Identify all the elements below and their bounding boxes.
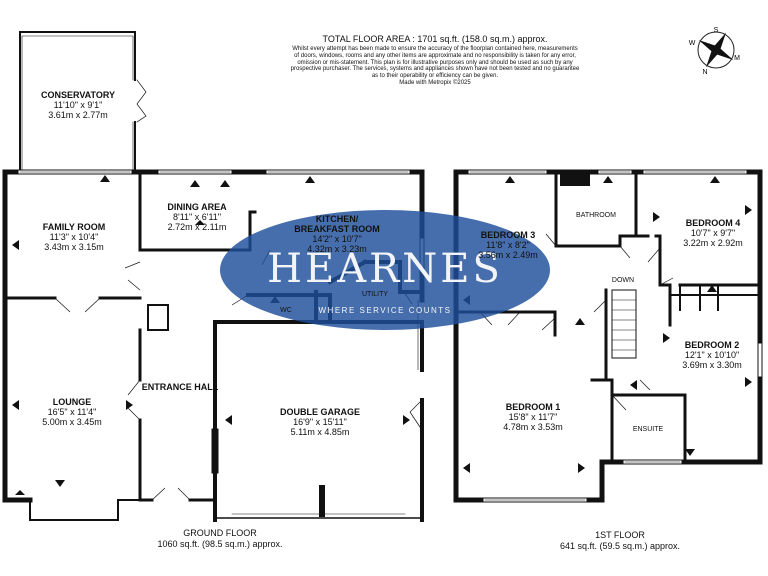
- room-bedroom-2: BEDROOM 2 12'1" x 10'10" 3.69m x 3.30m: [682, 340, 742, 370]
- room-dim-metric: 4.32m x 3.23m: [307, 244, 367, 254]
- room-dining-area: DINING AREA 8'11" x 6'11" 2.72m x 2.11m: [167, 202, 227, 232]
- disclaimer-line: as to their operability or efficiency ca…: [371, 73, 499, 80]
- room-dim-imperial: 16'5" x 11'4": [48, 407, 97, 417]
- room-bedroom-4: BEDROOM 4 10'7" x 9'7" 3.22m x 2.92m: [683, 218, 743, 248]
- disclaimer-line: prospective purchaser. The services, sys…: [290, 66, 580, 73]
- hearnes-watermark: HEARNES WHERE SERVICE COUNTS: [220, 210, 550, 330]
- first-floor-markers: [463, 176, 752, 473]
- room-bathroom: BATHROOM: [576, 212, 616, 219]
- room-double-garage: DOUBLE GARAGE 16'9" x 15'11" 5.11m x 4.8…: [280, 407, 360, 437]
- room-dim-metric: 3.43m x 3.15m: [44, 242, 104, 252]
- floor-area: 641 sq.ft. (59.5 sq.m.) approx.: [559, 541, 681, 551]
- room-dim-imperial: 15'8" x 11'7": [509, 412, 558, 422]
- watermark-tagline: WHERE SERVICE COUNTS: [319, 306, 452, 315]
- room-dim-imperial: 16'9" x 15'11": [293, 417, 347, 427]
- floor-area: 1060 sq.ft. (98.5 sq.m.) approx.: [157, 539, 283, 549]
- stairs-down-label: DOWN: [612, 277, 634, 284]
- room-name: BEDROOM 3: [481, 230, 536, 240]
- disclaimer: Whilst every attempt has been made to en…: [255, 46, 615, 87]
- disclaimer-line: Whilst every attempt has been made to en…: [292, 46, 578, 52]
- room-entrance-hall: ENTRANCE HALL: [142, 382, 219, 392]
- room-name: FAMILY ROOM: [43, 222, 106, 232]
- room-bedroom-1: BEDROOM 1 15'8" x 11'7" 4.78m x 3.53m: [503, 402, 563, 432]
- first-floor-walls: [453, 169, 763, 503]
- floor-name: GROUND FLOOR: [183, 528, 257, 538]
- room-dim-metric: 5.00m x 3.45m: [42, 417, 102, 427]
- room-wc: WC: [280, 307, 292, 314]
- room-dim-metric: 3.22m x 2.92m: [683, 238, 743, 248]
- disclaimer-line: Made with Metropix ©2025: [399, 79, 471, 86]
- room-name: BEDROOM 4: [686, 218, 741, 228]
- room-name: KITCHEN/: [316, 214, 359, 224]
- first-floor-label: 1ST FLOOR 641 sq.ft. (59.5 sq.m.) approx…: [520, 530, 720, 552]
- compass-letter: M: [734, 55, 740, 62]
- room-ensuite: ENSUITE: [633, 426, 664, 433]
- room-utility: UTILITY: [362, 291, 388, 298]
- room-name-2: BREAKFAST ROOM: [294, 224, 380, 234]
- room-bedroom-3: BEDROOM 3 11'8" x 8'2" 3.56m x 2.49m: [478, 230, 538, 260]
- room-name: BEDROOM 1: [506, 402, 561, 412]
- room-family-room: FAMILY ROOM 11'3" x 10'4" 3.43m x 3.15m: [43, 222, 106, 252]
- room-name: LOUNGE: [53, 397, 92, 407]
- room-dim-metric: 4.78m x 3.53m: [503, 422, 563, 432]
- disclaimer-line: omission or mis-statement. This plan is …: [297, 59, 573, 66]
- room-dim-imperial: 12'1" x 10'10": [685, 350, 739, 360]
- disclaimer-line: of doors, windows, rooms and any other i…: [294, 52, 576, 59]
- room-dim-imperial: 11'10" x 9'1": [54, 100, 103, 110]
- room-name: DINING AREA: [167, 202, 227, 212]
- compass-letter: N: [702, 69, 707, 76]
- first-floor-doors: [479, 233, 674, 411]
- floor-name: 1ST FLOOR: [595, 530, 645, 540]
- room-dim-imperial: 10'7" x 9'7": [691, 228, 735, 238]
- room-dim-imperial: 11'8" x 8'2": [486, 240, 530, 250]
- room-name: DOUBLE GARAGE: [280, 407, 360, 417]
- room-dim-metric: 5.11m x 4.85m: [291, 427, 350, 437]
- room-conservatory: CONSERVATORY 11'10" x 9'1" 3.61m x 2.77m: [41, 90, 115, 120]
- room-dim-metric: 3.56m x 2.49m: [478, 250, 538, 260]
- room-lounge: LOUNGE 16'5" x 11'4" 5.00m x 3.45m: [42, 397, 102, 427]
- chimney-block: [560, 172, 590, 186]
- room-dim-imperial: 11'3" x 10'4": [50, 232, 99, 242]
- compass-icon: S W M N: [689, 27, 740, 76]
- room-name: BEDROOM 2: [685, 340, 740, 350]
- room-kitchen: KITCHEN/ BREAKFAST ROOM 14'2" x 10'7" 4.…: [294, 214, 380, 254]
- room-name: CONSERVATORY: [41, 90, 115, 100]
- compass-letter: W: [689, 40, 696, 47]
- room-dim-imperial: 8'11" x 6'11": [173, 212, 221, 222]
- ground-floor-label: GROUND FLOOR 1060 sq.ft. (98.5 sq.m.) ap…: [120, 528, 320, 550]
- room-dim-metric: 2.72m x 2.11m: [168, 222, 227, 232]
- watermark-oval: [220, 210, 550, 330]
- compass-letter: S: [714, 27, 719, 34]
- watermark-brand: HEARNES: [267, 246, 503, 292]
- total-floor-area: TOTAL FLOOR AREA : 1701 sq.ft. (158.0 sq…: [322, 34, 548, 44]
- room-dim-metric: 3.69m x 3.30m: [682, 360, 742, 370]
- room-dim-metric: 3.61m x 2.77m: [48, 110, 108, 120]
- room-dim-imperial: 14'2" x 10'7": [312, 234, 361, 244]
- ground-floor-doors: [54, 249, 423, 501]
